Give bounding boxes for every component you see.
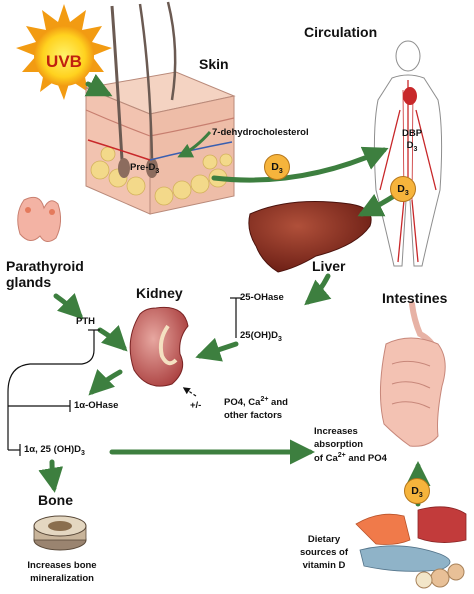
arrow-skin-dehydro-to-pre-d3 bbox=[177, 131, 212, 158]
parathyroid-label-line1: Parathyroid bbox=[6, 258, 84, 274]
kidney-illustration bbox=[129, 306, 189, 387]
d3-circle-skin: D3 bbox=[264, 154, 290, 180]
bone-effect-line1: Increases bone bbox=[27, 560, 97, 571]
bone-effect-line2: mineralization bbox=[30, 573, 94, 584]
sun-icon bbox=[16, 4, 112, 100]
dbp-label: DBP bbox=[401, 128, 423, 139]
uvb-label: UVB bbox=[46, 52, 82, 71]
parathyroid-gland-illustration bbox=[17, 196, 62, 242]
pre-d3-label: Pre-D3 bbox=[130, 162, 160, 175]
intestines-illustration bbox=[379, 301, 446, 447]
arrow-skin-to-circulation bbox=[211, 146, 389, 183]
dietary-label-line3: vitamin D bbox=[302, 560, 346, 571]
liver-label: Liver bbox=[312, 258, 346, 274]
25-ohase-label: 25-OHase bbox=[240, 292, 284, 303]
d3-circle-circulation: D3 bbox=[390, 176, 416, 202]
dietary-label-line1: Dietary bbox=[307, 534, 341, 545]
kidney-label: Kidney bbox=[136, 285, 183, 301]
pth-label: PTH bbox=[76, 316, 95, 327]
bone-label: Bone bbox=[38, 492, 73, 508]
25-oh-d3-label: 25(OH)D3 bbox=[240, 330, 282, 343]
7-dehydrocholesterol-label: 7-dehydrocholesterol bbox=[212, 127, 309, 138]
parathyroid-label-line2: glands bbox=[6, 274, 52, 290]
absorption-label-line1: Increases bbox=[314, 426, 358, 437]
arrow-parathyroid-to-pth bbox=[53, 293, 84, 320]
1a-ohase-label: 1α-OHase bbox=[74, 400, 119, 411]
intestines-label: Intestines bbox=[382, 290, 448, 306]
dietary-food-illustration bbox=[355, 506, 467, 589]
inhibit-pth-line bbox=[7, 330, 95, 450]
arrow-25ohd3-to-kidney bbox=[195, 337, 239, 362]
arrow-pth-to-kidney bbox=[97, 325, 128, 352]
circulation-label: Circulation bbox=[304, 24, 378, 40]
dbp-d3-label: D3 bbox=[406, 140, 418, 153]
arrow-kidney-to-calcitriol bbox=[88, 369, 123, 396]
d3-circle-diet: D3 bbox=[404, 478, 430, 504]
po4-ca-label-line2: other factors bbox=[224, 410, 283, 421]
liver-illustration bbox=[248, 201, 372, 273]
plus-minus-label: +/- bbox=[190, 400, 202, 411]
circulation-body-illustration bbox=[373, 40, 443, 267]
arrow-po4-to-kidney bbox=[182, 387, 197, 397]
arrow-uvb-to-skin bbox=[84, 73, 113, 97]
calcitriol-label: 1α, 25 (OH)D3 bbox=[24, 444, 85, 457]
skin-cross-section-illustration bbox=[84, 1, 236, 215]
dietary-label-line2: sources of bbox=[299, 547, 349, 558]
arrow-circulation-to-liver bbox=[357, 193, 397, 217]
po4-ca-label-line1: PO4, Ca2+ and bbox=[224, 396, 288, 409]
absorption-label-line2: absorption bbox=[314, 439, 364, 450]
bone-cross-section-illustration bbox=[33, 515, 87, 551]
absorption-label-line3: of Ca2+ and PO4 bbox=[314, 452, 387, 465]
arrow-calcitriol-to-bone bbox=[38, 459, 64, 493]
arrow-liver-to-25ohd3 bbox=[304, 273, 332, 306]
skin-label: Skin bbox=[199, 56, 229, 72]
